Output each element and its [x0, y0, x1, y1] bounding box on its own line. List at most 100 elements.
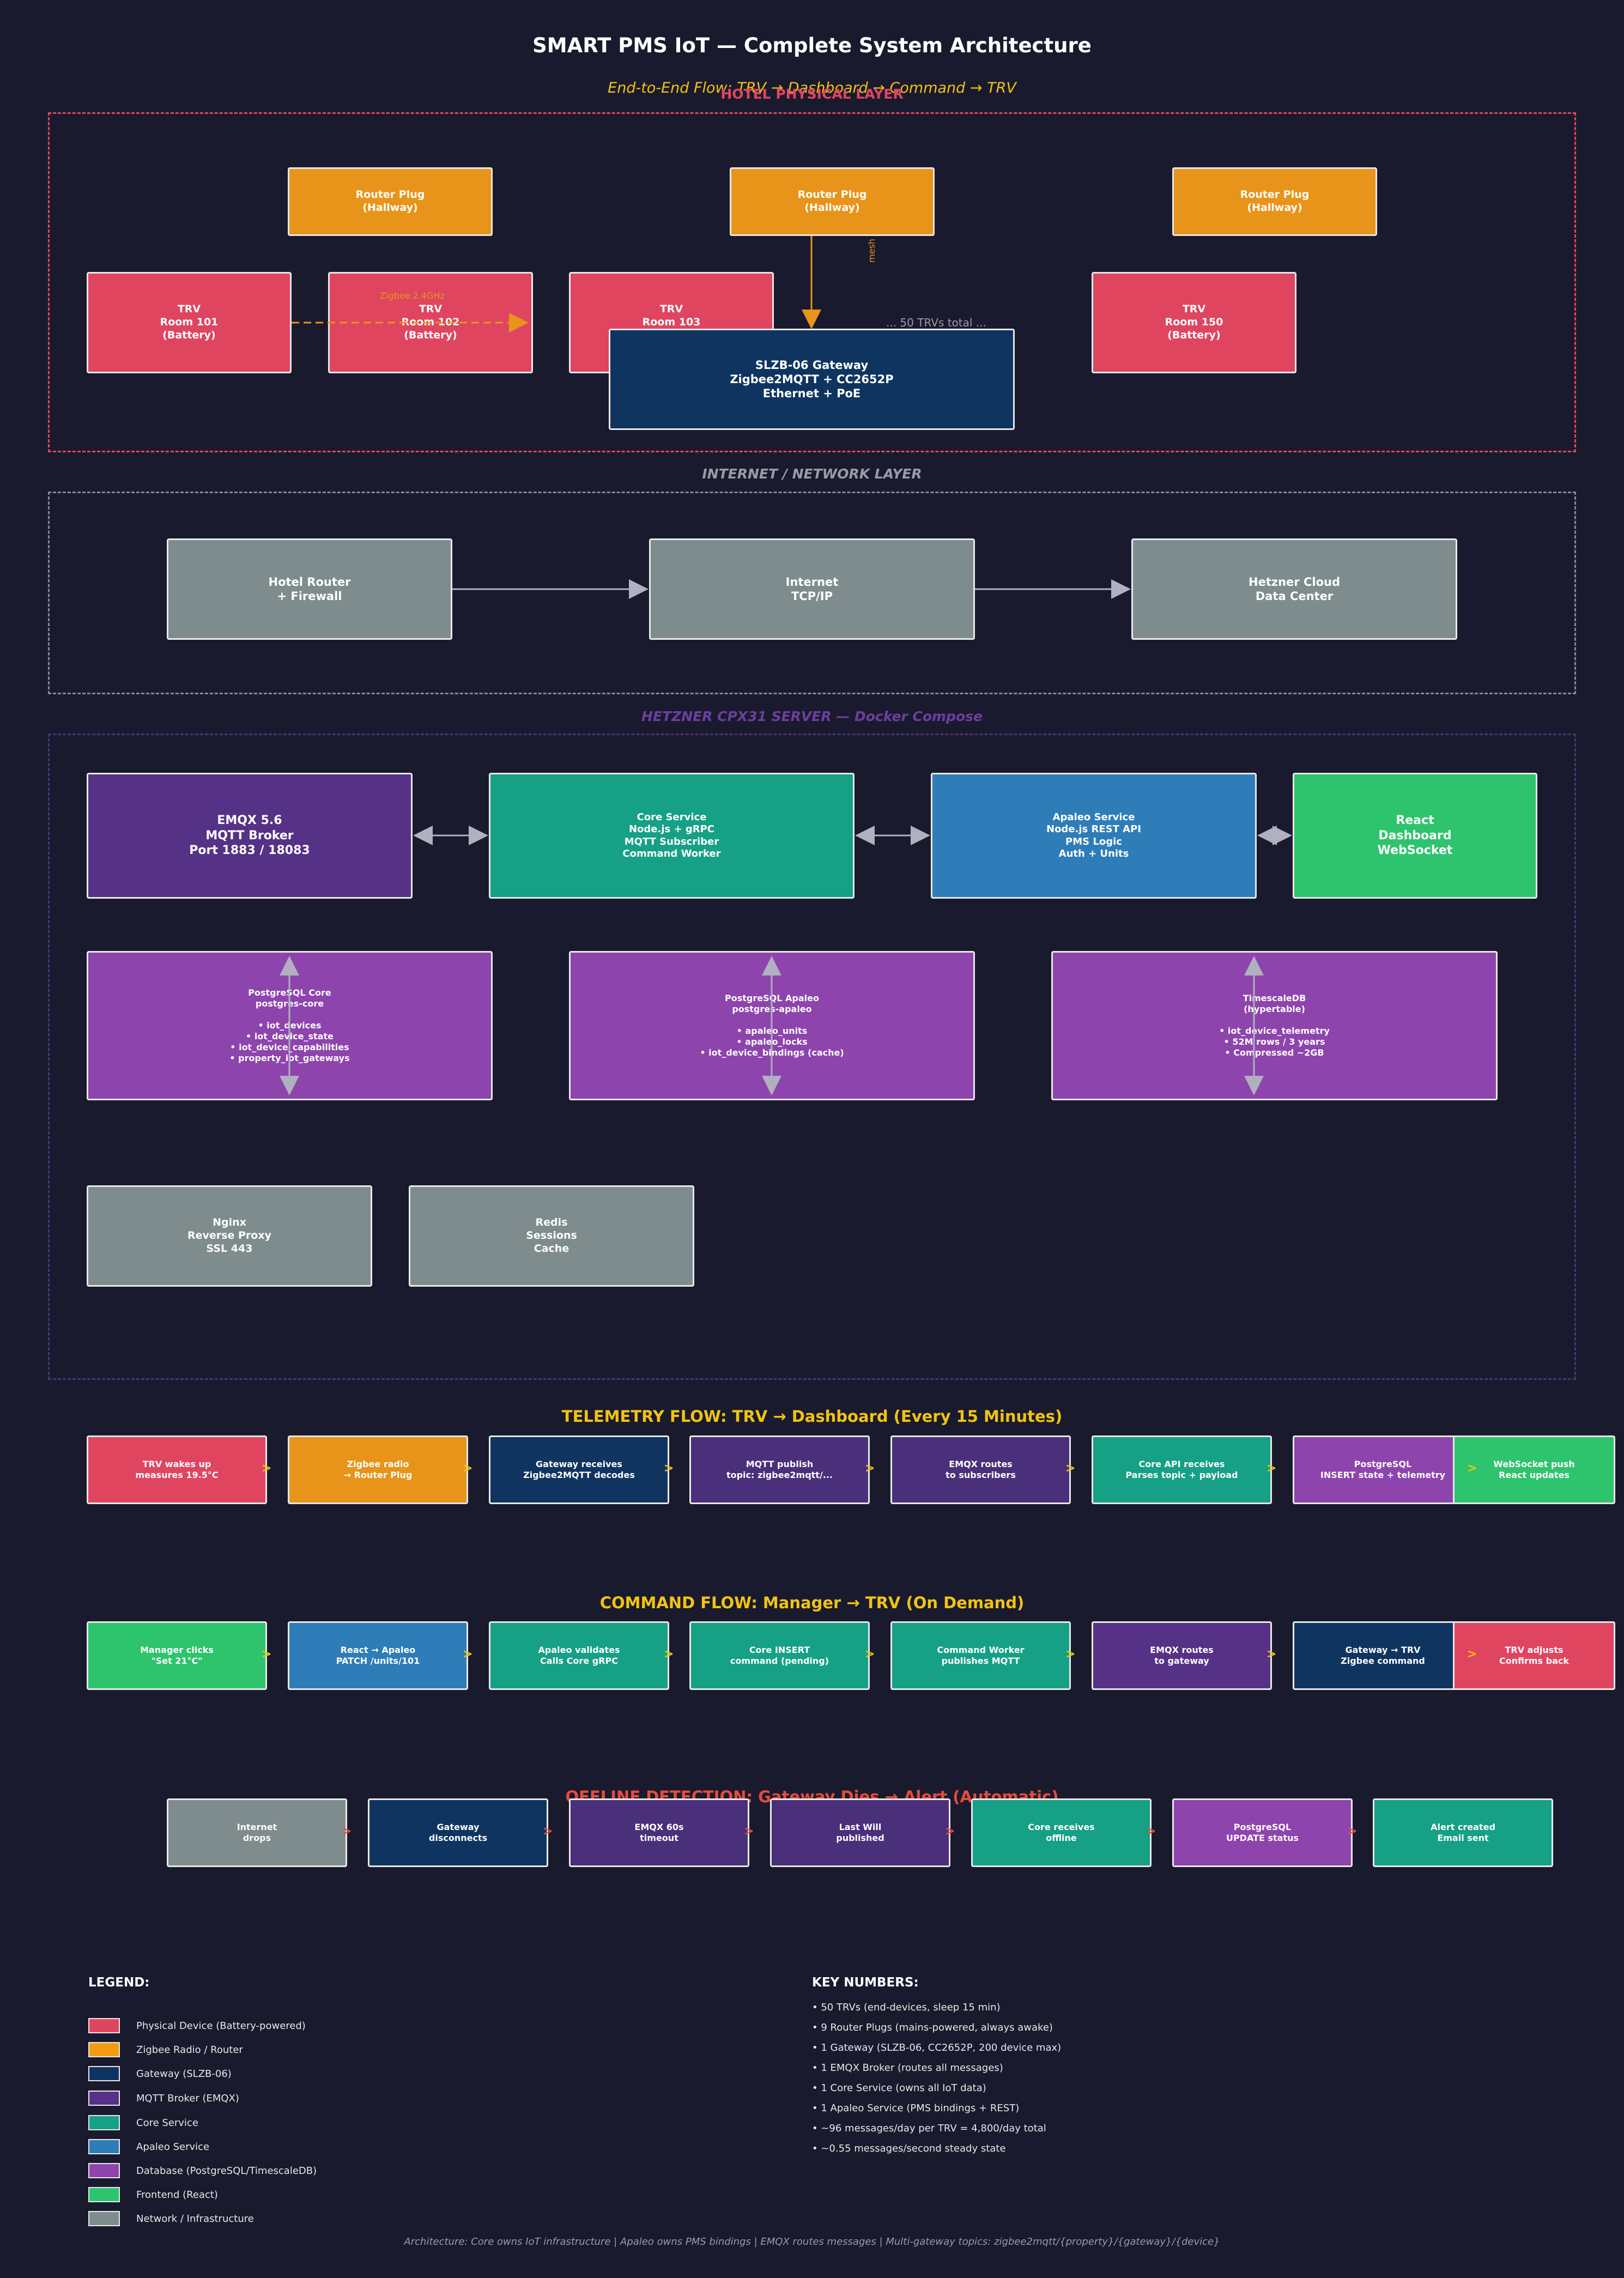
telemetry-arrow-5: > — [1065, 1462, 1076, 1475]
offline-step-5[interactable]: Core receives offline — [971, 1798, 1152, 1867]
page-subtitle: End-to-End Flow: TRV → Dashboard → Comma… — [608, 80, 1016, 96]
network-layer-label: INTERNET / NETWORK LAYER — [702, 466, 922, 482]
legend-label: Core Service — [136, 2117, 198, 2129]
legend-label: Frontend (React) — [136, 2189, 218, 2201]
offline-step-4[interactable]: Last Will published — [770, 1798, 950, 1867]
command-step-5[interactable]: Command Worker publishes MQTT — [890, 1621, 1071, 1690]
telemetry-step-6[interactable]: Core API receives Parses topic + payload — [1092, 1435, 1272, 1504]
legend-label: MQTT Broker (EMQX) — [136, 2092, 239, 2104]
key-number-item: • 50 TRVs (end-devices, sleep 15 min) — [812, 2002, 1001, 2013]
legend-title: LEGEND: — [88, 1976, 150, 1990]
react-dashboard[interactable]: React Dashboard WebSocket — [1293, 773, 1537, 899]
key-number-item: • ~0.55 messages/second steady state — [812, 2143, 1006, 2154]
hotel-layer-label: HOTEL PHYSICAL LAYER — [720, 86, 904, 102]
legend-item: Database (PostgreSQL/TimescaleDB) — [88, 2162, 317, 2179]
internet-tcp-ip[interactable]: Internet TCP/IP — [649, 538, 975, 640]
trv-count-note: ... 50 TRVs total ... — [886, 316, 986, 329]
slzb-06-gateway[interactable]: SLZB-06 Gateway Zigbee2MQTT + CC2652P Et… — [609, 329, 1015, 430]
timescaledb[interactable]: TimescaleDB (hypertable) • iot_device_te… — [1051, 951, 1498, 1100]
command-arrow-7: > — [1467, 1647, 1477, 1661]
legend-swatch — [88, 2187, 120, 2202]
router-plug-1[interactable]: Router Plug (Hallway) — [288, 167, 493, 236]
command-arrow-1: > — [262, 1647, 272, 1661]
telemetry-arrow-6: > — [1267, 1462, 1277, 1475]
legend-label: Network / Infrastructure — [136, 2213, 254, 2225]
offline-arrow-4: > — [945, 1825, 955, 1838]
legend-label: Zigbee Radio / Router — [136, 2044, 243, 2056]
router-plug-3[interactable]: Router Plug (Hallway) — [1172, 167, 1377, 236]
command-arrow-3: > — [664, 1647, 674, 1661]
offline-arrow-5: > — [1146, 1825, 1156, 1838]
key-number-item: • 1 Gateway (SLZB-06, CC2652P, 200 devic… — [812, 2042, 1062, 2053]
hotel-layer-frame — [48, 112, 1576, 452]
hetzner-cloud-dc[interactable]: Hetzner Cloud Data Center — [1131, 538, 1457, 640]
legend-item: Physical Device (Battery-powered) — [88, 2018, 306, 2034]
key-numbers-title: KEY NUMBERS: — [812, 1976, 919, 1990]
legend-item: Frontend (React) — [88, 2186, 218, 2203]
apaleo-service[interactable]: Apaleo Service Node.js REST API PMS Logi… — [931, 773, 1257, 899]
telemetry-step-4[interactable]: MQTT publish topic: zigbee2mqtt/... — [689, 1435, 870, 1504]
legend-swatch — [88, 2115, 120, 2130]
key-number-item: • 1 EMQX Broker (routes all messages) — [812, 2062, 1003, 2074]
legend-swatch — [88, 2018, 120, 2033]
offline-step-2[interactable]: Gateway disconnects — [368, 1798, 548, 1867]
architecture-footer: Architecture: Core owns IoT infrastructu… — [404, 2236, 1220, 2247]
command-step-6[interactable]: EMQX routes to gateway — [1092, 1621, 1272, 1690]
legend-label: Physical Device (Battery-powered) — [136, 2020, 306, 2032]
command-flow-title: COMMAND FLOW: Manager → TRV (On Demand) — [599, 1594, 1025, 1612]
telemetry-step-5[interactable]: EMQX routes to subscribers — [890, 1435, 1071, 1504]
command-step-7[interactable]: Gateway → TRV Zigbee command — [1293, 1621, 1473, 1690]
telemetry-arrow-4: > — [865, 1462, 875, 1475]
offline-step-1[interactable]: Internet drops — [167, 1798, 347, 1867]
legend-label: Database (PostgreSQL/TimescaleDB) — [136, 2165, 317, 2177]
core-service[interactable]: Core Service Node.js + gRPC MQTT Subscri… — [489, 773, 855, 899]
telemetry-step-3[interactable]: Gateway receives Zigbee2MQTT decodes — [489, 1435, 669, 1504]
offline-step-3[interactable]: EMQX 60s timeout — [569, 1798, 749, 1867]
legend-item: Zigbee Radio / Router — [88, 2041, 243, 2058]
offline-arrow-6: > — [1347, 1825, 1358, 1838]
server-layer-frame — [48, 734, 1576, 1380]
legend-swatch — [88, 2066, 120, 2081]
command-step-4[interactable]: Core INSERT command (pending) — [689, 1621, 870, 1690]
key-number-item: • 1 Apaleo Service (PMS bindings + REST) — [812, 2103, 1020, 2114]
nginx-proxy[interactable]: Nginx Reverse Proxy SSL 443 — [87, 1185, 372, 1287]
command-step-1[interactable]: Manager clicks "Set 21°C" — [87, 1621, 267, 1690]
page-title: SMART PMS IoT — Complete System Architec… — [532, 34, 1092, 57]
offline-step-6[interactable]: PostgreSQL UPDATE status — [1172, 1798, 1353, 1867]
connectors-overlay — [280, 236, 1292, 1095]
zigbee-label: Zigbee 2.4GHz — [380, 290, 445, 301]
legend-swatch — [88, 2211, 120, 2226]
legend-label: Apaleo Service — [136, 2141, 210, 2153]
legend-item: Gateway (SLZB-06) — [88, 2065, 232, 2082]
legend-item: Apaleo Service — [88, 2138, 209, 2155]
offline-step-7[interactable]: Alert created Email sent — [1373, 1798, 1553, 1867]
telemetry-step-1[interactable]: TRV wakes up measures 19.5°C — [87, 1435, 267, 1504]
telemetry-step-2[interactable]: Zigbee radio → Router Plug — [288, 1435, 468, 1504]
trv-room-101[interactable]: TRV Room 101 (Battery) — [87, 272, 292, 373]
router-plug-2[interactable]: Router Plug (Hallway) — [730, 167, 935, 236]
command-arrow-5: > — [1065, 1647, 1076, 1661]
telemetry-flow-title: TELEMETRY FLOW: TRV → Dashboard (Every 1… — [561, 1407, 1063, 1426]
telemetry-arrow-2: > — [463, 1462, 473, 1475]
legend-swatch — [88, 2091, 120, 2106]
command-step-3[interactable]: Apaleo validates Calls Core gRPC — [489, 1621, 669, 1690]
hotel-router-firewall[interactable]: Hotel Router + Firewall — [167, 538, 452, 640]
telemetry-arrow-1: > — [262, 1462, 272, 1475]
emqx-broker[interactable]: EMQX 5.6 MQTT Broker Port 1883 / 18083 — [87, 773, 413, 899]
command-arrow-6: > — [1267, 1647, 1277, 1661]
network-layer-frame — [48, 492, 1576, 694]
legend-item: MQTT Broker (EMQX) — [88, 2090, 239, 2106]
trv-room-150[interactable]: TRV Room 150 (Battery) — [1092, 272, 1296, 373]
legend-item: Core Service — [88, 2115, 198, 2131]
legend-swatch — [88, 2139, 120, 2154]
redis-cache[interactable]: Redis Sessions Cache — [409, 1185, 694, 1287]
legend-item: Network / Infrastructure — [88, 2210, 254, 2227]
key-number-item: • ~96 messages/day per TRV = 4,800/day t… — [812, 2123, 1046, 2134]
server-layer-label: HETZNER CPX31 SERVER — Docker Compose — [641, 708, 983, 724]
command-step-8[interactable]: TRV adjusts Confirms back — [1453, 1621, 1615, 1690]
telemetry-step-8[interactable]: WebSocket push React updates — [1453, 1435, 1615, 1504]
telemetry-step-7[interactable]: PostgreSQL INSERT state + telemetry — [1293, 1435, 1473, 1504]
offline-arrow-3: > — [744, 1825, 754, 1838]
command-step-2[interactable]: React → Apaleo PATCH /units/101 — [288, 1621, 468, 1690]
legend-swatch — [88, 2042, 120, 2057]
